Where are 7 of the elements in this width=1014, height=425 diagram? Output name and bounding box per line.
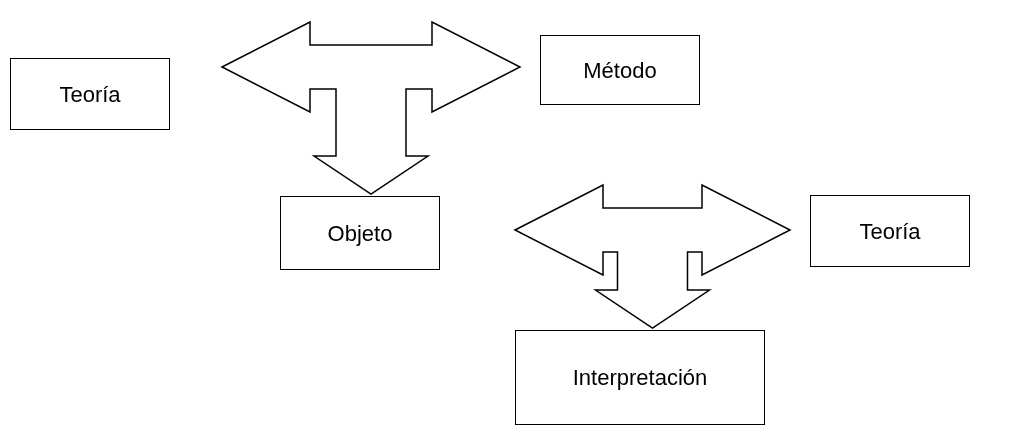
text-box: Objeto — [280, 196, 440, 270]
block-arrow — [513, 183, 792, 329]
text-box: Método — [540, 35, 700, 105]
text-box: Teoría — [10, 58, 170, 130]
block-arrow — [220, 20, 522, 195]
text-box: Teoría — [810, 195, 970, 267]
text-box: Interpretación — [515, 330, 765, 425]
